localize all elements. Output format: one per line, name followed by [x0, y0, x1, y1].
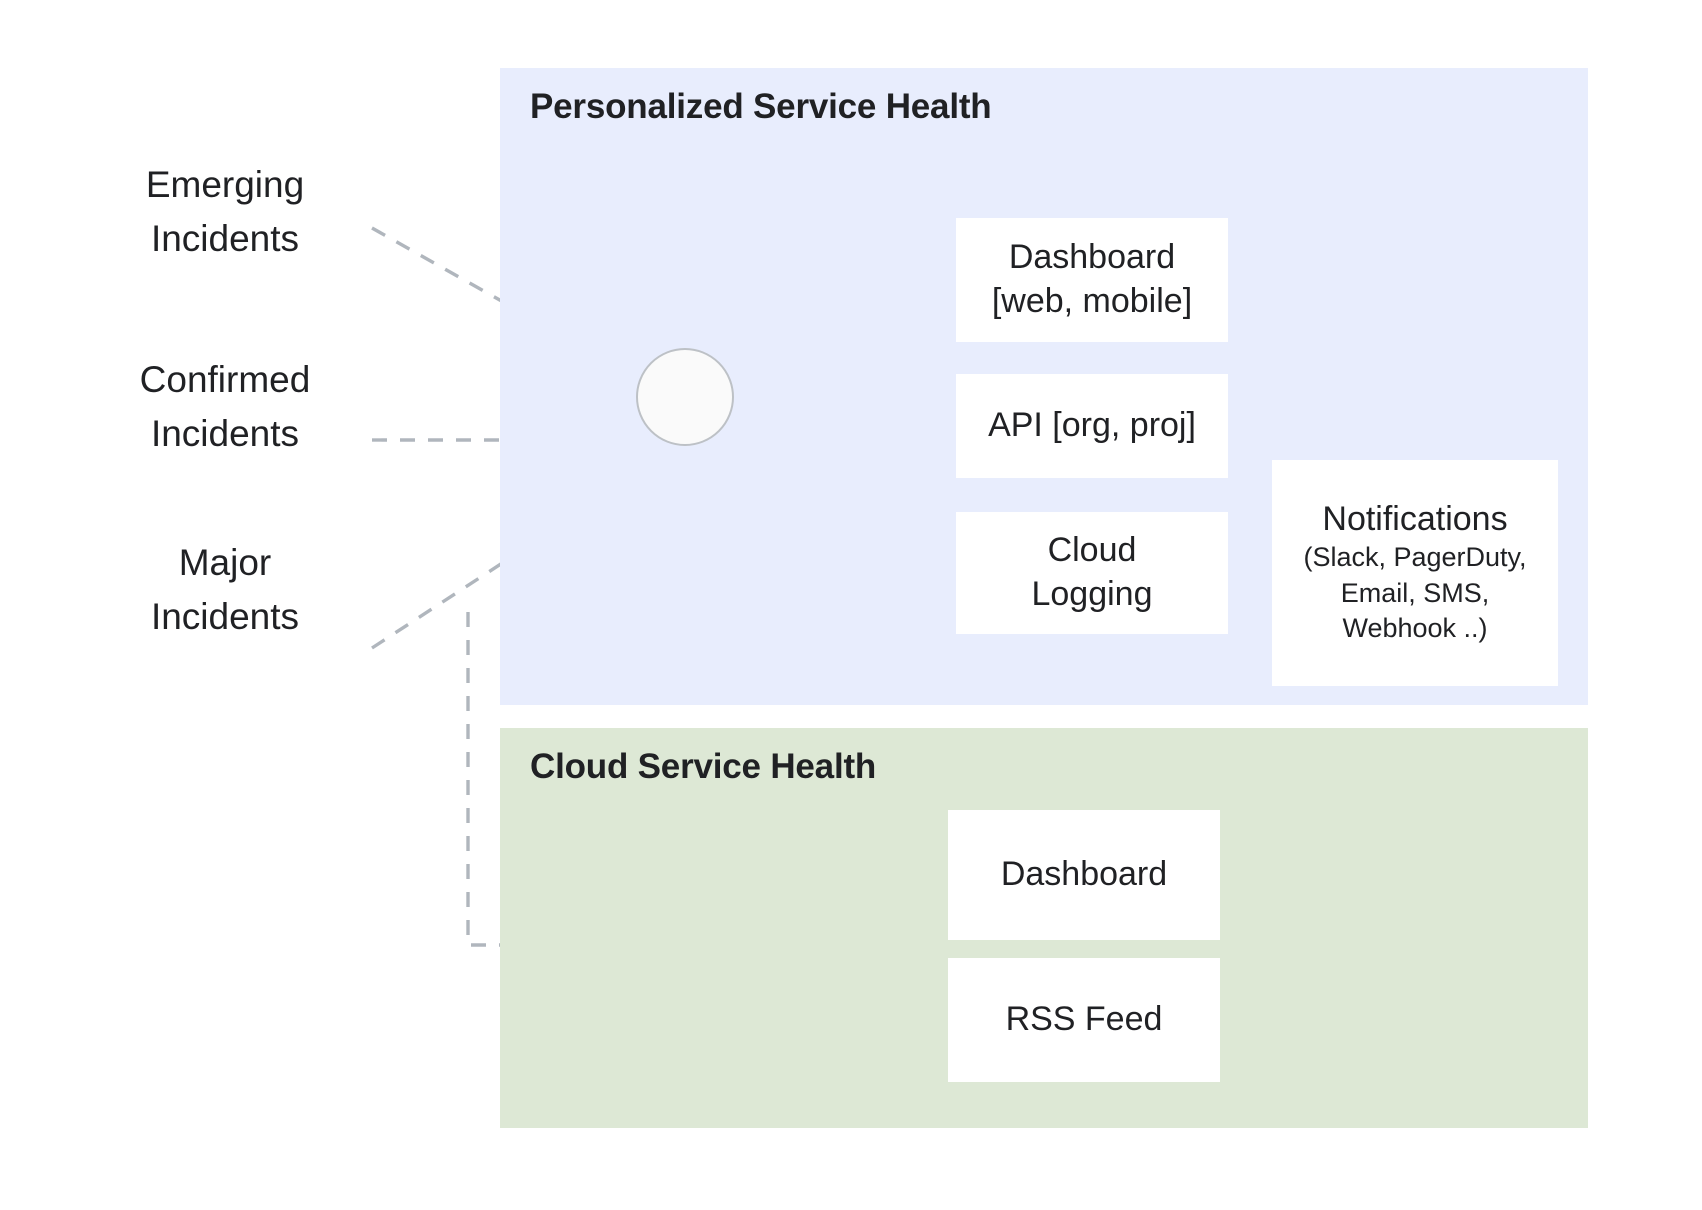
node-notifications-sub3: Webhook ..) [1342, 613, 1488, 644]
input-label-major-incidents: Major Incidents [70, 536, 380, 643]
input-label-emerging-line2: Incidents [150, 217, 300, 259]
input-label-major-line2: Incidents [150, 595, 300, 637]
panel-title-personalized: Personalized Service Health [530, 87, 992, 126]
input-label-confirmed-line2: Incidents [150, 412, 300, 454]
node-psh-dashboard[interactable]: Dashboard [web, mobile] [956, 218, 1228, 342]
aggregation-hub-node [636, 348, 734, 446]
node-csh-rss-feed[interactable]: RSS Feed [948, 958, 1220, 1082]
node-psh-api[interactable]: API [org, proj] [956, 374, 1228, 478]
node-csh-dashboard[interactable]: Dashboard [948, 810, 1220, 940]
node-csh-dashboard-label: Dashboard [1000, 855, 1168, 894]
node-csh-rss-feed-label: RSS Feed [1005, 1000, 1163, 1039]
node-notifications-sub2: Email, SMS, [1340, 577, 1490, 608]
node-psh-dashboard-line1: Dashboard [1008, 238, 1176, 277]
input-label-confirmed-line1: Confirmed [139, 359, 311, 400]
input-label-emerging-incidents: Emerging Incidents [70, 158, 380, 265]
node-notifications-title: Notifications [1322, 500, 1508, 539]
input-label-confirmed-incidents: Confirmed Incidents [70, 353, 380, 460]
node-psh-dashboard-line2: [web, mobile] [991, 282, 1193, 320]
node-notifications-sub1: (Slack, PagerDuty, [1303, 541, 1527, 572]
node-psh-api-line1: API [org, proj] [988, 406, 1196, 445]
input-label-emerging-line1: Emerging [145, 164, 305, 205]
panel-title-cloud: Cloud Service Health [530, 747, 877, 786]
node-notifications[interactable]: Notifications (Slack, PagerDuty, Email, … [1272, 460, 1558, 686]
node-psh-cloud-logging-line1: Cloud [1047, 531, 1137, 570]
node-psh-cloud-logging-line2: Logging [1031, 575, 1153, 613]
input-label-major-line1: Major [178, 542, 272, 583]
node-psh-cloud-logging[interactable]: Cloud Logging [956, 512, 1228, 634]
